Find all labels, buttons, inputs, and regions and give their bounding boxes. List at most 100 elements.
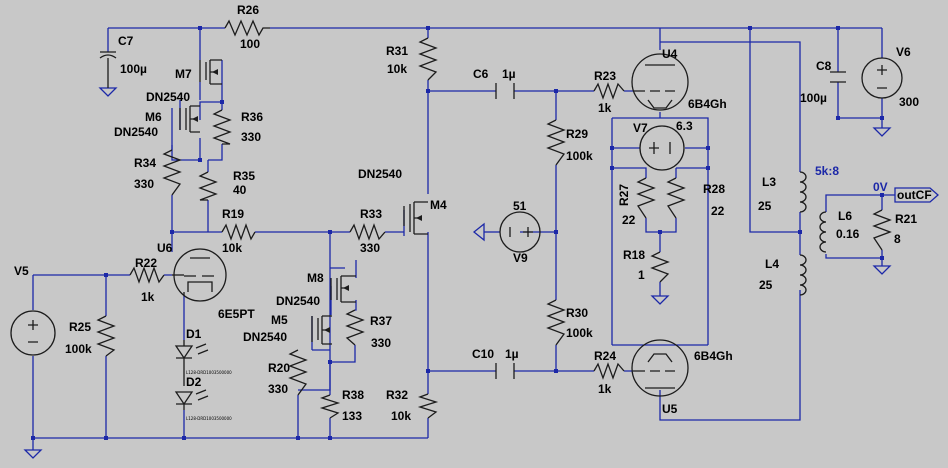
c8-value: 100µ xyxy=(800,91,827,105)
r23-symbol xyxy=(593,82,625,100)
d1-ref: D1 xyxy=(186,327,202,341)
r21-value: 8 xyxy=(894,232,901,246)
m8-model: DN2540 xyxy=(276,294,320,308)
r30-ref: R30 xyxy=(566,306,588,320)
m4-model: DN2540 xyxy=(358,167,402,181)
r30-value: 100k xyxy=(566,326,593,340)
r27-symbol xyxy=(636,177,656,219)
u4-ref: U4 xyxy=(662,47,678,61)
r38-symbol xyxy=(319,394,341,419)
m6-ref: M6 xyxy=(145,110,162,124)
zero-volt-label: 0V xyxy=(873,180,888,194)
m5-ref: M5 xyxy=(271,313,288,327)
m5-symbol xyxy=(311,315,332,345)
r27-value: 22 xyxy=(622,213,636,227)
u4-symbol xyxy=(631,53,689,111)
r35-value: 40 xyxy=(233,183,247,197)
r28-symbol xyxy=(666,177,686,219)
r27-ref: R27 xyxy=(617,184,631,206)
v9-value: 51 xyxy=(513,199,527,213)
u6-ref: U6 xyxy=(157,241,173,255)
r38-value: 133 xyxy=(342,409,362,423)
r26-value: 100 xyxy=(240,37,260,51)
r20-symbol xyxy=(288,349,308,396)
r24-value: 1k xyxy=(598,382,612,396)
r19-value: 10k xyxy=(222,241,242,255)
r37-ref: R37 xyxy=(370,314,392,328)
r23-value: 1k xyxy=(598,101,612,115)
v7-value: 6.3 xyxy=(676,119,693,133)
l6-value: 0.16 xyxy=(836,227,860,241)
tubes xyxy=(172,53,689,397)
l6-ref: L6 xyxy=(838,209,852,223)
r19-ref: R19 xyxy=(222,207,244,221)
d1-symbol xyxy=(174,340,209,386)
r35-ref: R35 xyxy=(233,169,255,183)
m7-symbol xyxy=(199,59,222,85)
v6-value: 300 xyxy=(899,95,919,109)
r36-ref: R36 xyxy=(241,110,263,124)
r25-value: 100k xyxy=(65,342,92,356)
r32-symbol xyxy=(417,393,439,419)
c10-value: 1µ xyxy=(505,347,519,361)
r31-symbol xyxy=(418,37,438,81)
c7-value: 100µ xyxy=(120,62,147,76)
v5-ref: V5 xyxy=(14,264,29,278)
v7-ref: V7 xyxy=(633,121,648,135)
v9-ref: V9 xyxy=(513,251,528,265)
voltage-sources xyxy=(10,57,903,356)
r36-value: 330 xyxy=(241,130,261,144)
m7-ref: M7 xyxy=(175,67,192,81)
m4-ref: M4 xyxy=(430,198,447,212)
turns-ratio-label: 5k:8 xyxy=(815,164,839,178)
diodes xyxy=(174,340,209,410)
l3-value: 25 xyxy=(758,199,772,213)
r33-symbol xyxy=(349,223,386,241)
m8-ref: M8 xyxy=(307,271,324,285)
r29-ref: R29 xyxy=(566,127,588,141)
v6-symbol xyxy=(861,57,903,99)
r32-value: 10k xyxy=(391,409,411,423)
m6-symbol xyxy=(179,105,200,133)
r31-ref: R31 xyxy=(386,44,408,58)
ground-symbols xyxy=(23,87,892,459)
r18-ref: R18 xyxy=(623,248,645,262)
u4-model: 6B4Gh xyxy=(688,97,727,111)
r28-ref: R28 xyxy=(703,182,725,196)
r37-symbol xyxy=(345,309,365,346)
r22-symbol xyxy=(129,266,165,284)
d2-symbol xyxy=(174,389,209,410)
u5-model: 6B4Gh xyxy=(694,349,733,363)
c8-ref: C8 xyxy=(816,59,832,73)
r28-value: 22 xyxy=(711,204,725,218)
r22-value: 1k xyxy=(141,290,155,304)
c6-value: 1µ xyxy=(502,67,516,81)
d1-model: L128-DRD1003500000 xyxy=(186,370,232,375)
r21-ref: R21 xyxy=(895,212,917,226)
r18-symbol xyxy=(650,251,670,283)
r25-symbol xyxy=(96,315,116,357)
v7-symbol xyxy=(639,125,685,171)
u6-model: 6E5PT xyxy=(218,307,255,321)
r29-value: 100k xyxy=(566,149,593,163)
r26-symbol xyxy=(224,19,270,37)
v5-symbol xyxy=(10,310,56,356)
c10-ref: C10 xyxy=(472,347,494,361)
m4-symbol xyxy=(403,201,428,235)
out-port-symbol xyxy=(894,187,939,203)
r38-ref: R38 xyxy=(342,388,364,402)
d2-model: L128-DRD1003500000 xyxy=(186,416,232,421)
junctions xyxy=(31,26,884,440)
inductors xyxy=(799,171,827,296)
r35-symbol xyxy=(198,171,218,201)
r20-value: 330 xyxy=(268,382,288,396)
r21-symbol xyxy=(872,209,892,251)
r20-ref: R20 xyxy=(268,361,290,375)
r31-value: 10k xyxy=(387,62,407,76)
mosfets xyxy=(179,59,428,345)
r19-symbol xyxy=(221,223,256,241)
r29-symbol xyxy=(546,119,566,166)
r24-symbol xyxy=(593,362,625,380)
r22-ref: R22 xyxy=(135,256,157,270)
